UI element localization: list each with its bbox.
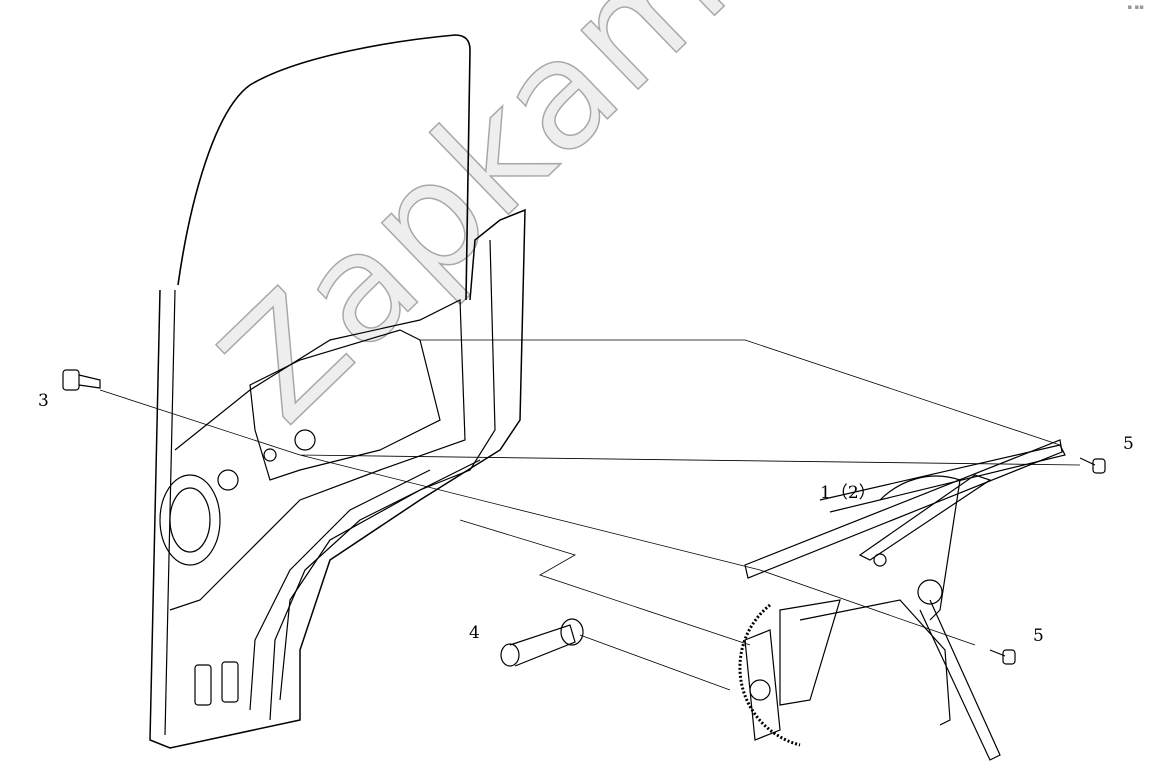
callout-4: 4 — [469, 623, 480, 643]
bolt-3 — [62, 369, 101, 391]
callout-5-lower: 5 — [1033, 626, 1044, 646]
bolt-5-lower — [989, 649, 1016, 665]
window-crank-handle-4 — [500, 618, 584, 667]
corner-mark: ▪ ▪▪ — [1127, 3, 1144, 11]
callout-3: 3 — [38, 391, 49, 411]
speaker-opening — [159, 474, 221, 566]
callout-5-upper: 5 — [1123, 434, 1134, 454]
callout-1-2: 1（2） — [820, 483, 876, 503]
inner-panel — [169, 299, 466, 611]
door-glass — [177, 34, 471, 301]
window-regulator — [738, 439, 1066, 761]
door-frame — [149, 208, 526, 749]
bolt-5-upper — [1079, 457, 1106, 474]
leader-lines — [99, 339, 1081, 691]
